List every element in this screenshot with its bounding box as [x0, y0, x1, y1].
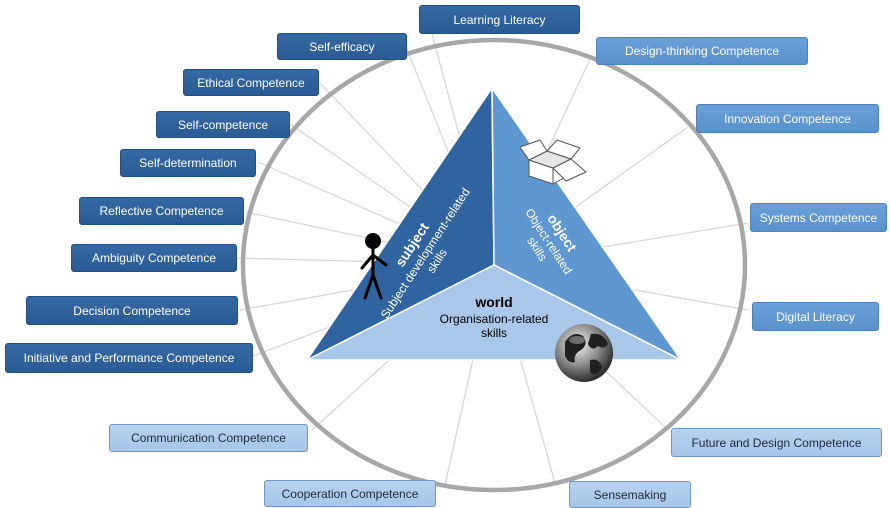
stick-figure-icon — [360, 233, 388, 300]
self-determination-box: Self-determination — [120, 149, 256, 177]
digital-literacy-box: Digital Literacy — [752, 302, 879, 331]
globe-icon — [555, 324, 613, 382]
self-competence-box: Self-competence — [156, 111, 290, 138]
initiative-box: Initiative and Performance Competence — [5, 343, 253, 373]
world-title: world — [475, 294, 513, 310]
reflective-box: Reflective Competence — [79, 197, 244, 225]
world-description-line2: skills — [481, 326, 507, 340]
future-design-box: Future and Design Competence — [671, 428, 882, 457]
decision-box: Decision Competence — [26, 296, 238, 325]
learning-literacy-box: Learning Literacy — [419, 5, 580, 34]
design-thinking-box: Design-thinking Competence — [596, 37, 808, 65]
world-label-group: world Organisation-related skills — [414, 294, 574, 340]
sensemaking-box: Sensemaking — [569, 481, 691, 508]
outer-circle — [240, 37, 748, 493]
communication-box: Communication Competence — [109, 424, 308, 452]
systems-box: Systems Competence — [750, 203, 887, 232]
open-box-icon — [519, 139, 587, 185]
cooperation-box: Cooperation Competence — [264, 480, 436, 507]
self-efficacy-box: Self-efficacy — [277, 33, 407, 60]
ethical-box: Ethical Competence — [183, 69, 319, 96]
world-description: Organisation-related — [439, 312, 549, 326]
ambiguity-box: Ambiguity Competence — [71, 244, 237, 272]
innovation-box: Innovation Competence — [696, 104, 879, 133]
